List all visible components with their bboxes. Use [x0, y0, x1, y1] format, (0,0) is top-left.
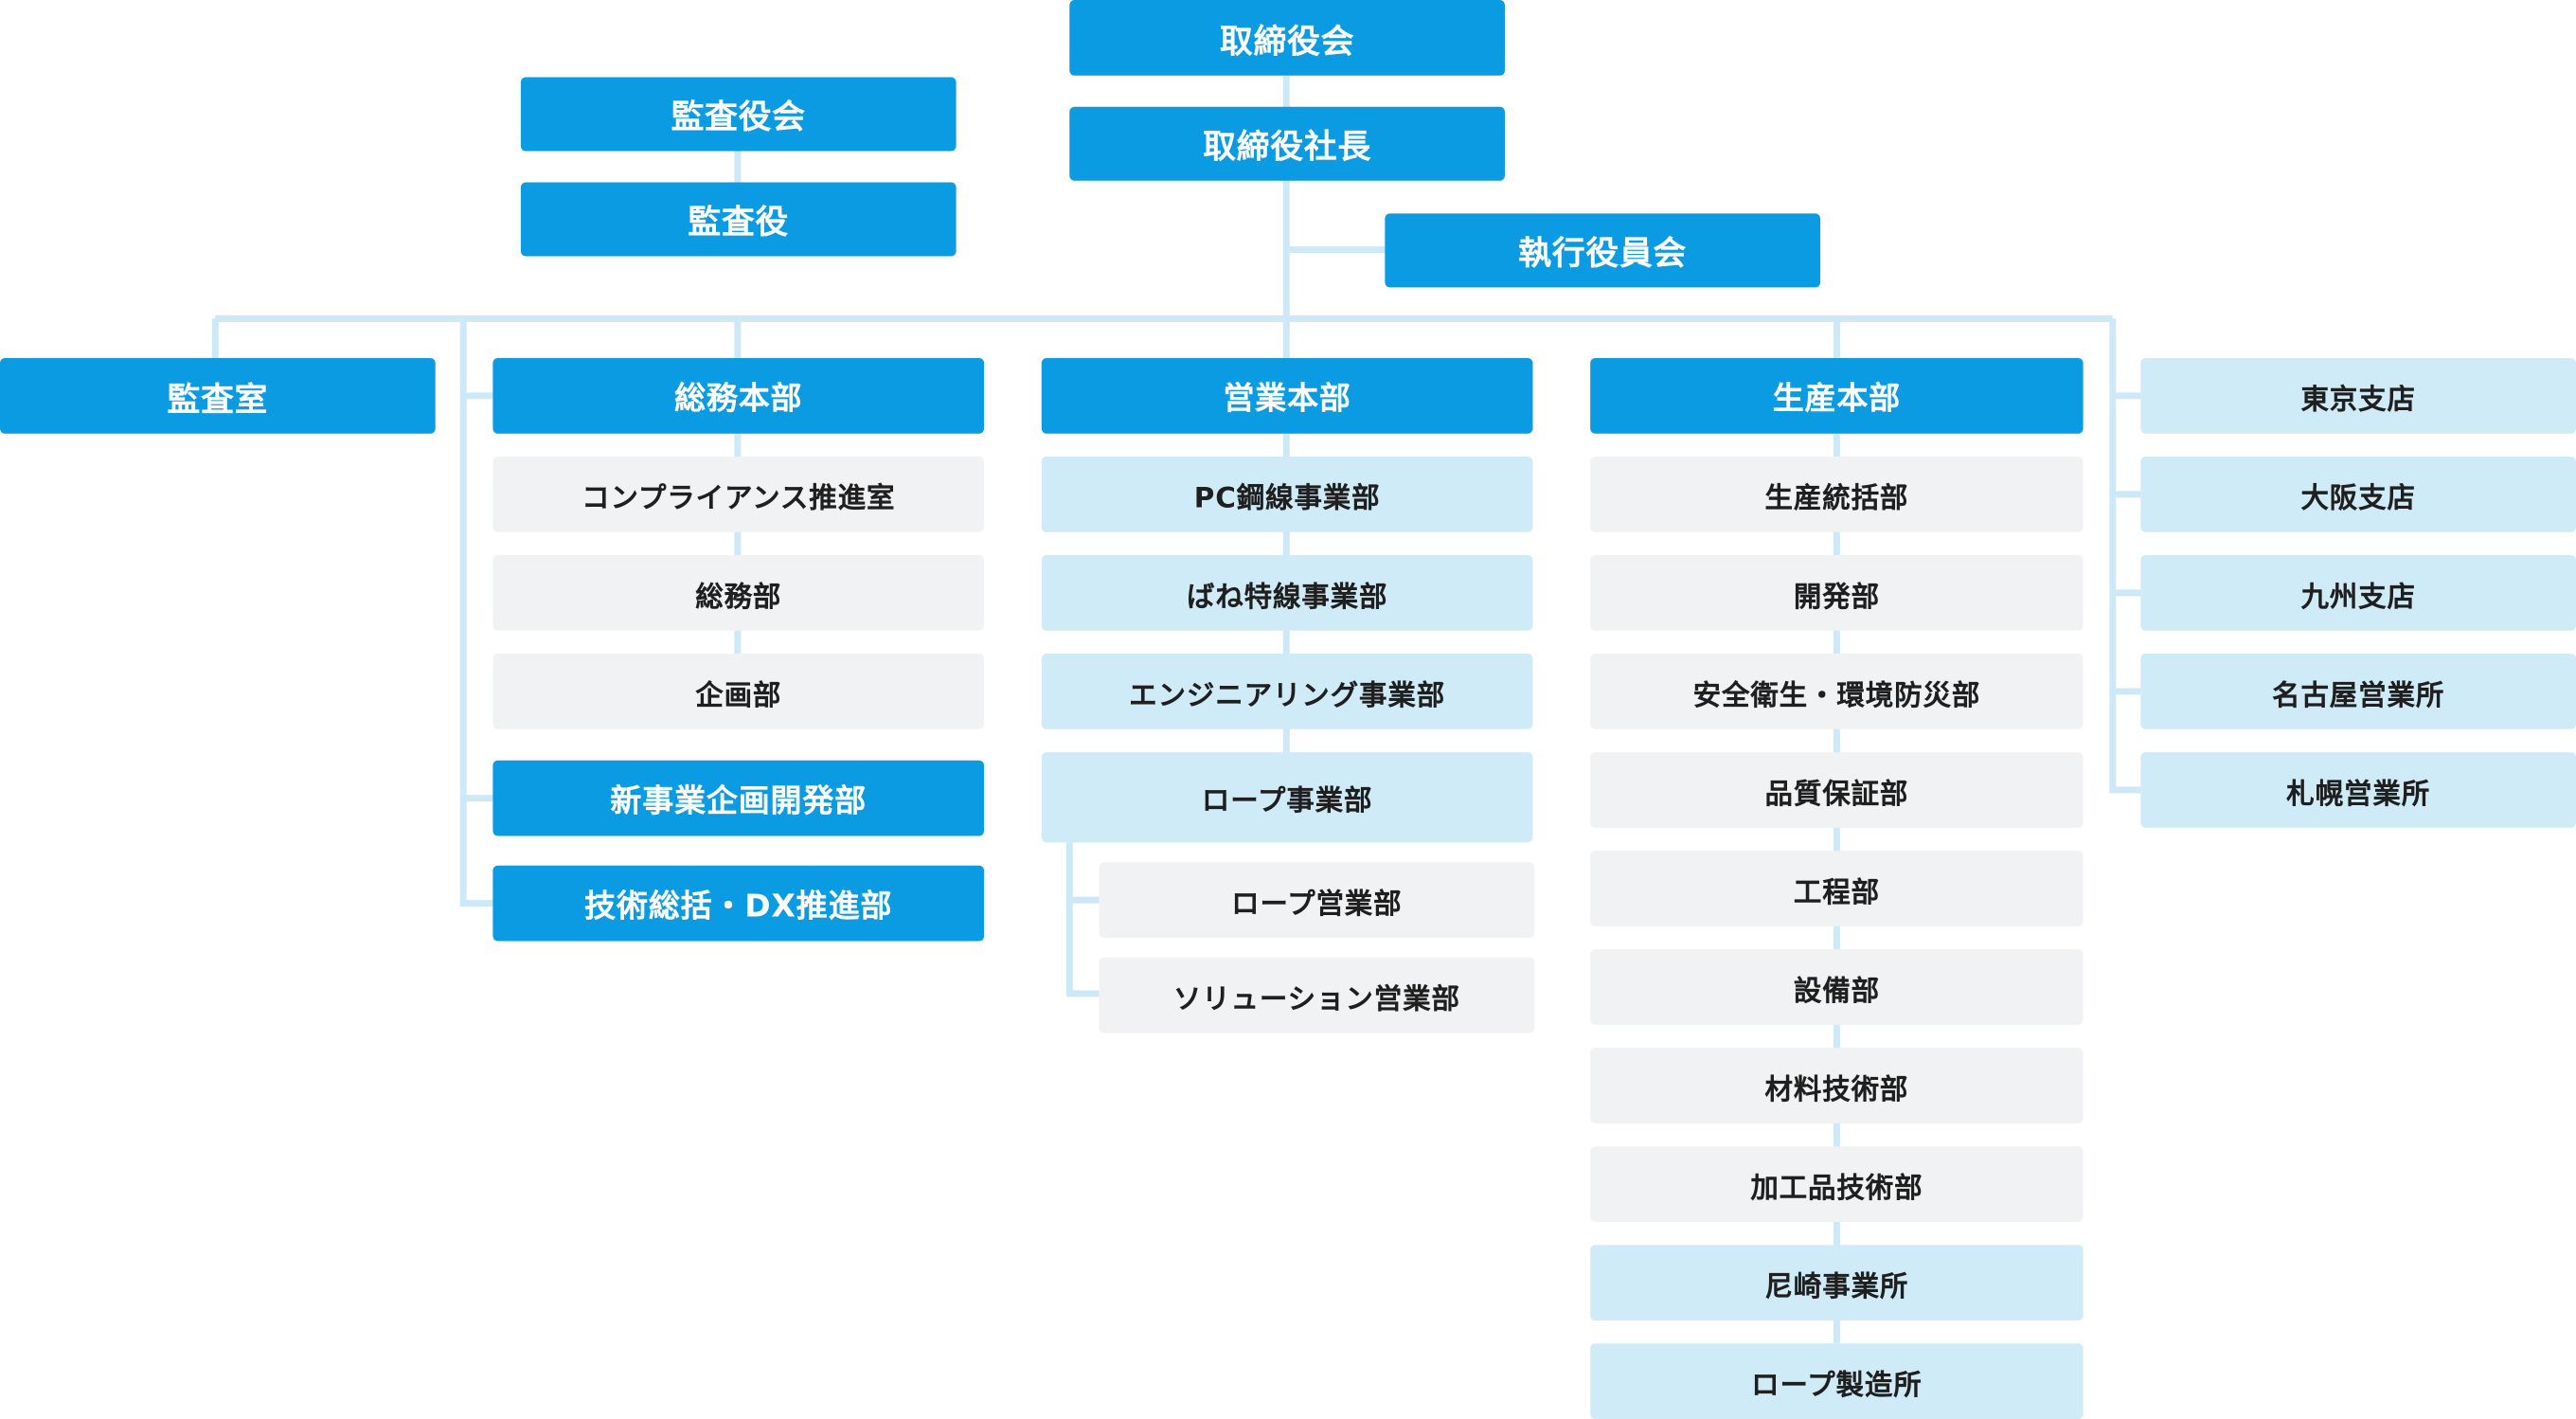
board-of-directors-box: 取締役会: [1069, 0, 1505, 76]
spring-wire-division-box: ばね特線事業部: [1041, 555, 1533, 631]
planning-dept-box: 企画部: [492, 654, 985, 729]
nagoya-office-box: 名古屋営業所: [2140, 654, 2576, 729]
compliance-office-box: コンプライアンス推進室: [492, 456, 985, 532]
facilities-dept-box: 設備部: [1590, 949, 2084, 1025]
osaka-branch-box: 大阪支店: [2140, 456, 2576, 532]
executive-committee-box: 執行役員会: [1385, 213, 1821, 288]
auditor-box: 監査役: [520, 182, 957, 257]
process-dept-box: 工程部: [1590, 851, 2084, 926]
engineering-division-box: エンジニアリング事業部: [1041, 654, 1533, 729]
rope-plant-box: ロープ製造所: [1590, 1343, 2084, 1419]
sales-hq-box: 営業本部: [1041, 357, 1533, 434]
rope-division-box: ロープ事業部: [1041, 752, 1533, 843]
audit-board-box: 監査役会: [520, 77, 957, 152]
tokyo-branch-box: 東京支店: [2140, 357, 2576, 434]
production-hq-box: 生産本部: [1590, 357, 2084, 434]
new-business-dept-box: 新事業企画開発部: [492, 760, 985, 836]
pc-steel-wire-division-box: PC鋼線事業部: [1041, 456, 1533, 532]
quality-assurance-dept-box: 品質保証部: [1590, 752, 2084, 828]
general-affairs-dept-box: 総務部: [492, 555, 985, 631]
amagasaki-works-box: 尼崎事業所: [1590, 1245, 2084, 1320]
safety-environment-dept-box: 安全衛生・環境防災部: [1590, 654, 2084, 729]
sapporo-office-box: 札幌営業所: [2140, 752, 2576, 828]
solution-sales-dept-box: ソリューション営業部: [1099, 957, 1535, 1033]
development-dept-box: 開発部: [1590, 555, 2084, 631]
production-control-dept-box: 生産統括部: [1590, 456, 2084, 532]
processed-products-tech-dept-box: 加工品技術部: [1590, 1146, 2084, 1222]
general-affairs-hq-box: 総務本部: [492, 357, 985, 434]
tech-dx-dept-box: 技術総括・DX推進部: [492, 865, 985, 942]
president-box: 取締役社長: [1069, 106, 1505, 181]
kyushu-branch-box: 九州支店: [2140, 555, 2576, 631]
audit-office-box: 監査室: [0, 357, 436, 434]
materials-tech-dept-box: 材料技術部: [1590, 1048, 2084, 1123]
rope-sales-dept-box: ロープ営業部: [1099, 862, 1535, 938]
